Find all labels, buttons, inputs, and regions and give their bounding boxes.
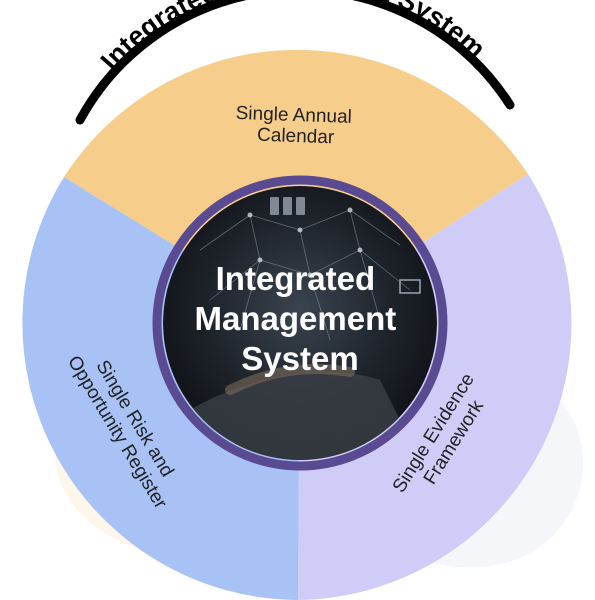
segment-label-top-line-2: Calendar	[257, 125, 335, 149]
title-arc-stroke	[75, 0, 515, 125]
server-icon	[270, 197, 305, 215]
center-ring	[152, 175, 448, 471]
center-title-line-3: System	[241, 340, 358, 377]
center-photo	[163, 186, 437, 460]
center-title-line-1: Integrated	[216, 260, 376, 297]
center-title: Integrated Management System	[195, 260, 406, 377]
segment-label-top-line-1: Single Annual	[235, 103, 352, 128]
center-title-line-2: Management	[195, 300, 397, 337]
laptop-icon	[399, 279, 421, 294]
segment-label-top: Single Annual Calendar	[235, 103, 358, 149]
hand-shape	[180, 371, 420, 460]
